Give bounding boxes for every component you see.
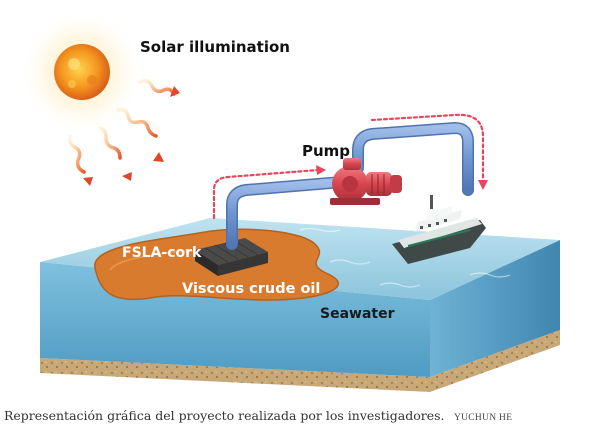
- soil-layer: [40, 330, 560, 392]
- fsla-cork-label: FSLA-cork: [122, 245, 202, 261]
- flow-arrowheads: [316, 165, 488, 190]
- sunlight-arrowheads: [83, 86, 180, 186]
- caption-credit: YUCHUN HE: [453, 413, 513, 423]
- seawater-label: Seawater: [320, 306, 395, 322]
- sunlight-rays: [67, 78, 176, 174]
- fsla-cork-block: [195, 238, 268, 276]
- ship-icon: [392, 195, 486, 264]
- crude-oil-label: Viscous crude oil: [182, 281, 320, 297]
- solar-illumination-label: Solar illumination: [140, 38, 290, 56]
- pump-label: Pump: [302, 142, 350, 160]
- flow-arrows: [212, 113, 485, 220]
- caption-text: Representación gráfica del proyecto real…: [4, 408, 445, 423]
- seawater-side: [430, 240, 560, 377]
- outlet-pipe: [352, 122, 474, 196]
- pump-icon: [330, 158, 402, 205]
- intake-pipe: [226, 176, 348, 250]
- image-caption: Representación gráfica del proyecto real…: [4, 405, 604, 427]
- sun-icon: [20, 10, 144, 134]
- oil-recovery-diagram: Solar illumination Pump FSLA-cork Viscou…: [20, 10, 560, 392]
